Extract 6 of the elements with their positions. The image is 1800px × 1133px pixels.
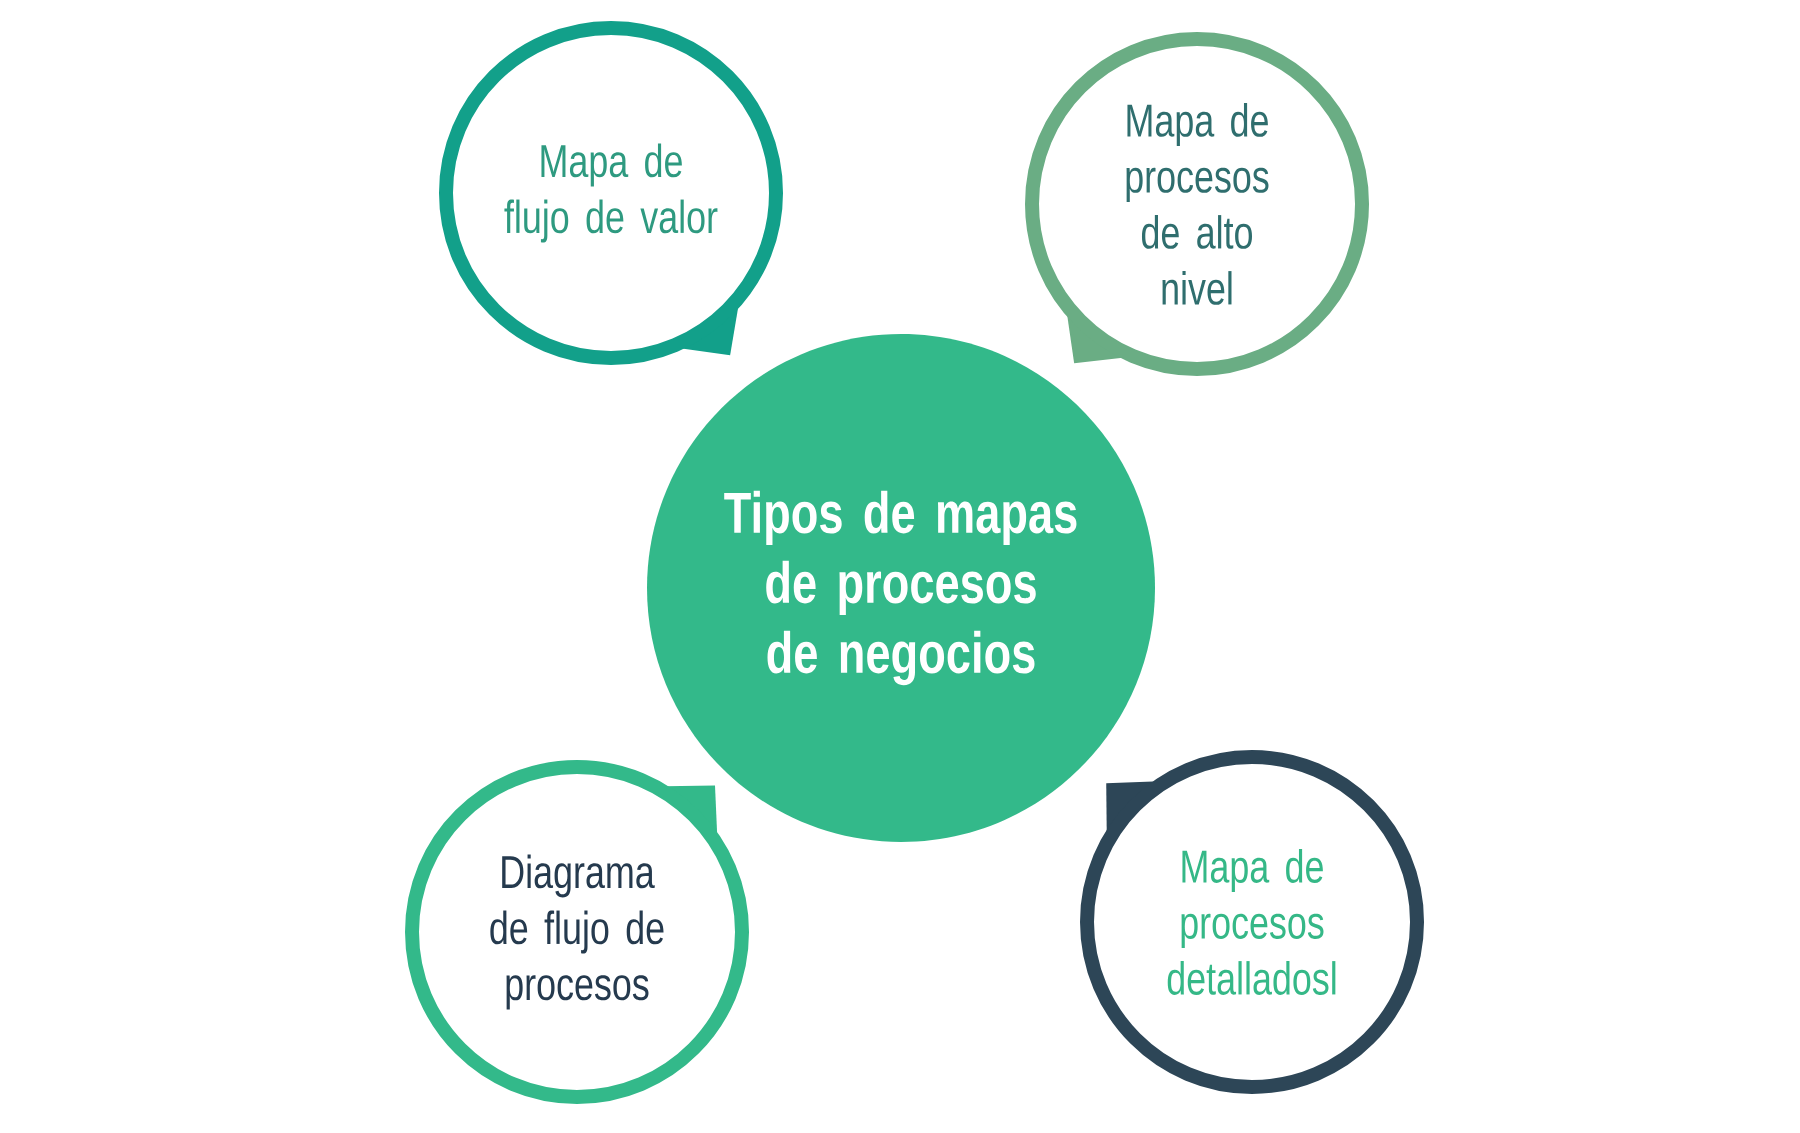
speech-bubble: Diagrama de flujo de procesos [405, 760, 749, 1104]
speech-bubble: Mapa de procesos detalladosl [1080, 750, 1424, 1094]
speech-bubble: Mapa de procesos de alto nivel [1025, 32, 1369, 376]
node-label: Diagrama de flujo de procesos [490, 854, 664, 1010]
speech-bubble: Mapa de flujo de valor [439, 21, 783, 365]
node-label: Mapa de procesos detalladosl [1167, 849, 1336, 995]
